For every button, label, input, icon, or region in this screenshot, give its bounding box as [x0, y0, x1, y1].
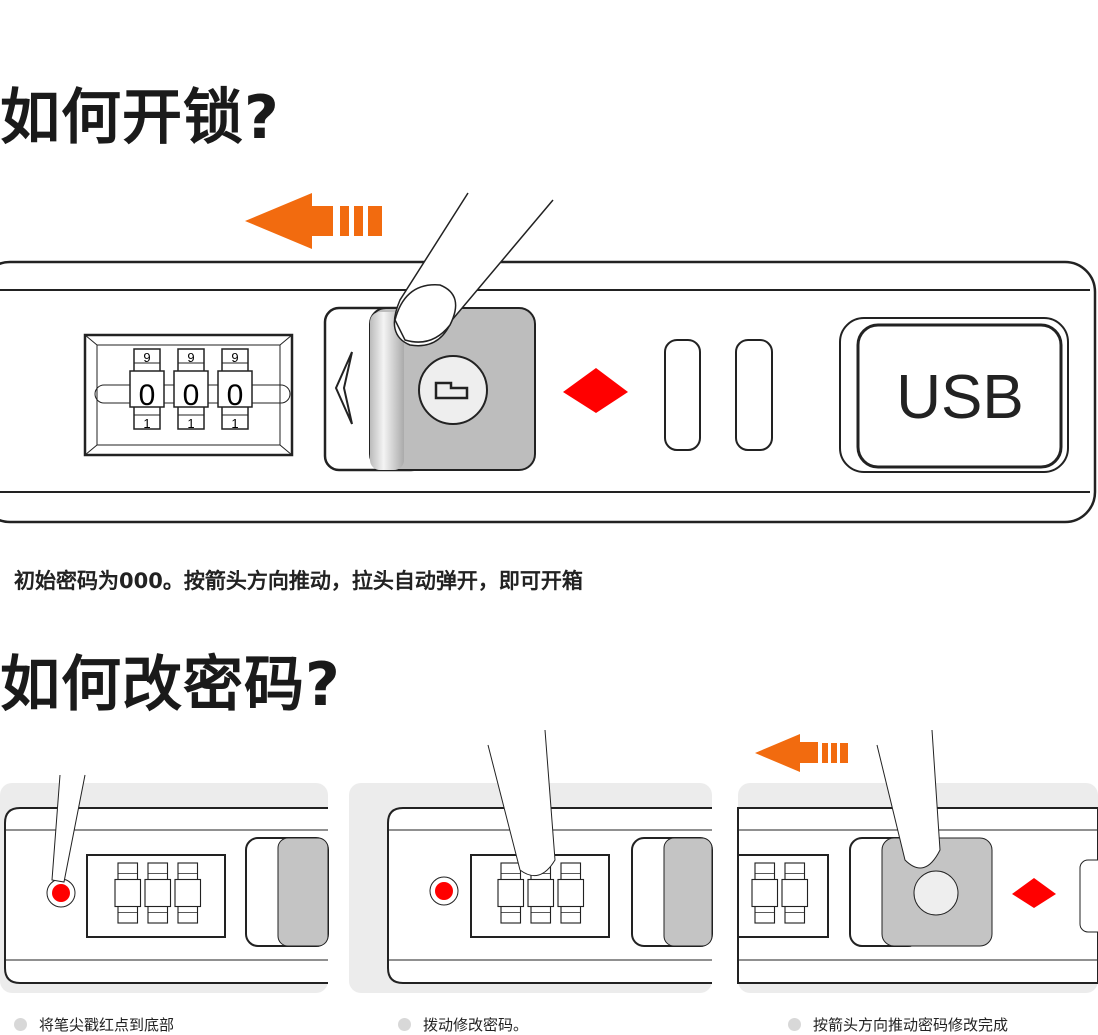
bullet-icon	[14, 1018, 27, 1031]
usb-port: USB	[839, 317, 1069, 473]
slot	[664, 339, 701, 451]
dial-top-digit: 9	[143, 350, 150, 365]
key-slot-icon	[434, 381, 469, 400]
step-caption-1: 将笔尖戳红点到底部	[14, 1014, 174, 1035]
step-caption-3: 按箭头方向推动密码修改完成	[788, 1014, 1008, 1035]
step-caption-2: 拨动修改密码。	[398, 1014, 528, 1035]
combination-dials: 9 0 1 9 0 1 9 0 1	[83, 333, 294, 457]
change-password-title: 如何改密码?	[0, 650, 341, 720]
bullet-icon	[788, 1018, 801, 1031]
unlock-description: 初始密码为000。按箭头方向推动，拉头自动弹开，即可开箱	[14, 569, 583, 593]
caption-text: 拨动修改密码。	[423, 1016, 529, 1034]
lock-body	[0, 260, 1097, 524]
step-panel-2	[349, 729, 713, 993]
red-indicator-icon	[563, 368, 628, 413]
dial-digit[interactable]: 0	[183, 379, 200, 412]
finger-icon	[393, 192, 554, 347]
dial-digit[interactable]: 0	[139, 379, 156, 412]
bullet-icon	[398, 1018, 411, 1031]
dial-bottom-digit: 1	[187, 416, 194, 431]
step-panel-1	[0, 774, 329, 993]
dial-bottom-digit: 1	[143, 416, 150, 431]
slot	[735, 339, 773, 451]
dial-digit[interactable]: 0	[227, 379, 244, 412]
dial-top-digit: 9	[187, 350, 194, 365]
lock-slider[interactable]	[323, 306, 536, 472]
caption-text: 将笔尖戳红点到底部	[39, 1016, 175, 1034]
push-arrow-icon	[245, 193, 382, 249]
dial-bottom-digit: 1	[231, 416, 238, 431]
unlock-title: 如何开锁?	[0, 83, 280, 153]
push-arrow-icon	[755, 734, 848, 772]
step-panel-3	[737, 729, 1098, 993]
dial-top-digit: 9	[231, 350, 238, 365]
caption-text: 按箭头方向推动密码修改完成	[813, 1016, 1009, 1034]
usb-label: USB	[896, 363, 1023, 432]
